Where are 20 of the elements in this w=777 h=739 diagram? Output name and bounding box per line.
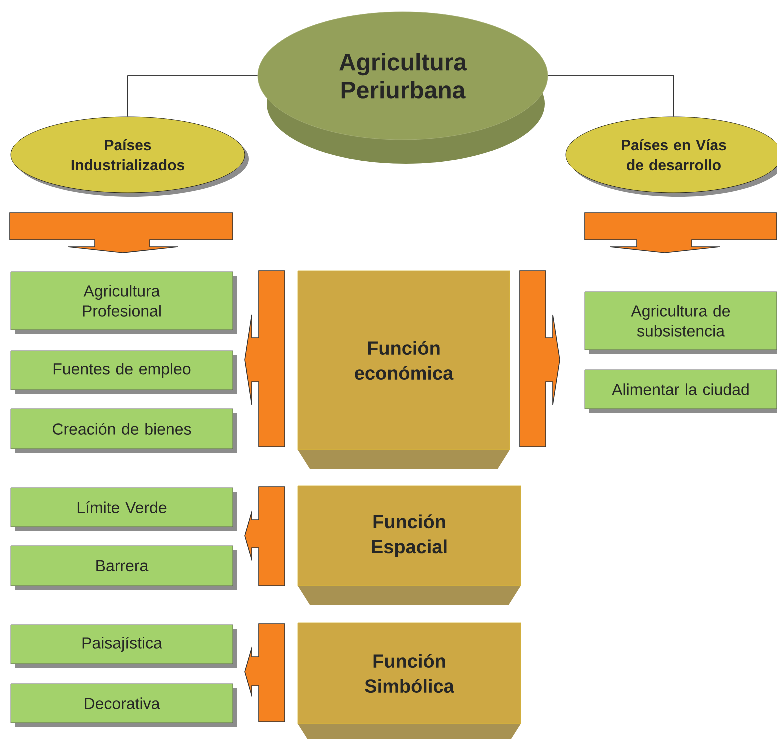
function-box: Función Espacial <box>298 486 522 605</box>
block-arrow <box>584 212 777 254</box>
item-box: Creación de bienes <box>10 408 237 453</box>
item-box: Barrera <box>10 546 237 590</box>
function-box: Función Simbólica <box>298 622 522 739</box>
block-arrow <box>520 270 560 448</box>
item-box: Agricultura Profesional <box>10 272 237 334</box>
block-arrow <box>244 486 286 586</box>
item-box: Agricultura de subsistencia <box>584 292 777 354</box>
item-box: Decorativa <box>10 684 237 727</box>
connector-line <box>128 76 258 118</box>
item-box: Fuentes de empleo <box>10 350 237 394</box>
block-arrow <box>10 212 234 254</box>
item-box: Paisajística <box>10 624 237 668</box>
function-box: Función económica <box>298 270 510 469</box>
item-box: Alimentar la ciudad <box>584 370 777 413</box>
block-arrow <box>244 270 286 448</box>
connector-line <box>548 76 674 118</box>
item-box: Límite Verde <box>10 488 237 531</box>
block-arrow <box>244 624 286 722</box>
